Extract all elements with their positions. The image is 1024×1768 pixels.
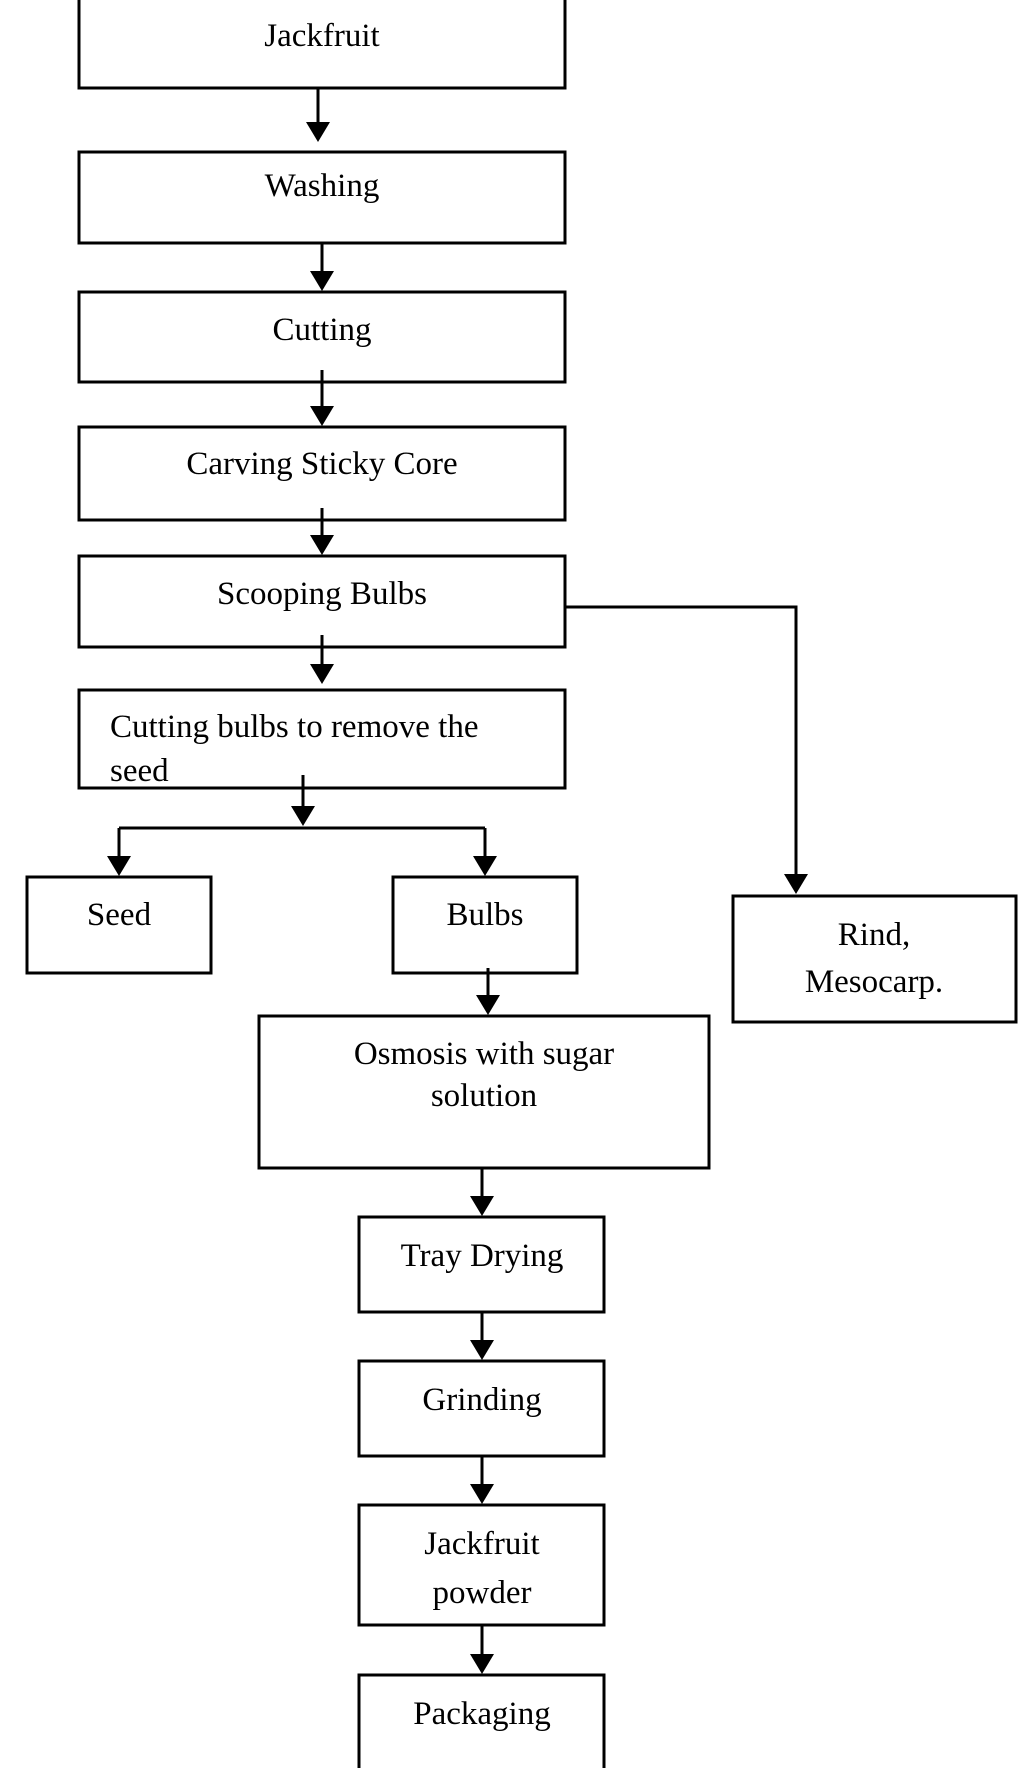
node-rind-mesocarp: Rind, Mesocarp. [731,894,1018,1024]
node-scooping-label: Scooping Bulbs [217,576,427,612]
node-osmosis-sugar-solution: Osmosis with sugar solution [257,1014,711,1170]
arrow-scooping-to-rind [565,605,808,894]
node-powder-label-line1: Jackfruit [424,1526,539,1562]
node-grinding-label: Grinding [422,1382,541,1418]
arrow-washing-to-cutting [310,243,334,291]
node-rind-label-line2: Mesocarp. [805,964,943,1000]
node-carving-sticky-core: Carving Sticky Core [77,425,567,522]
node-tray-drying-label: Tray Drying [401,1238,564,1274]
node-washing: Washing [77,150,567,245]
arrow-scooping-to-cutting-bulbs [310,635,334,684]
arrow-jackfruit-to-washing [306,88,330,142]
connector-split-seed-bulbs [107,826,497,876]
node-washing-label: Washing [265,168,380,204]
node-cutting-label: Cutting [272,312,371,348]
arrow-tray-drying-to-grinding [470,1312,494,1360]
node-scooping-bulbs: Scooping Bulbs [77,554,567,649]
arrow-osmosis-to-tray-drying [470,1168,494,1216]
node-rind-label-line1: Rind, [838,917,910,953]
node-jackfruit: Jackfruit [77,0,567,90]
node-cutting: Cutting [77,290,567,384]
node-jackfruit-powder: Jackfruit powder [357,1503,606,1627]
arrow-grinding-to-powder [470,1456,494,1504]
node-osmosis-label-line1: Osmosis with sugar [354,1036,614,1072]
arrow-carving-to-scooping [310,508,334,555]
arrow-cutting-to-carving [310,370,334,426]
node-cutting-bulbs-label-line1: Cutting bulbs to remove the [110,709,478,745]
node-seed-label: Seed [87,897,152,933]
node-powder-label-line2: powder [433,1575,532,1611]
node-bulbs-label: Bulbs [446,897,523,933]
node-seed: Seed [25,875,213,975]
node-tray-drying: Tray Drying [357,1215,606,1314]
node-carving-label: Carving Sticky Core [186,446,457,482]
arrow-powder-to-packaging [470,1625,494,1674]
node-grinding: Grinding [357,1359,606,1458]
node-packaging: Packaging [357,1673,606,1768]
arrow-bulbs-to-osmosis [476,968,500,1015]
node-jackfruit-label: Jackfruit [264,18,379,54]
node-cutting-bulbs-label-line2: seed [110,753,169,789]
node-bulbs: Bulbs [391,875,579,975]
arrow-cutting-bulbs-to-split [291,775,315,826]
node-packaging-label: Packaging [413,1696,550,1732]
node-cutting-bulbs-remove-seed: Cutting bulbs to remove the seed [77,688,567,790]
node-osmosis-label-line2: solution [431,1078,537,1114]
